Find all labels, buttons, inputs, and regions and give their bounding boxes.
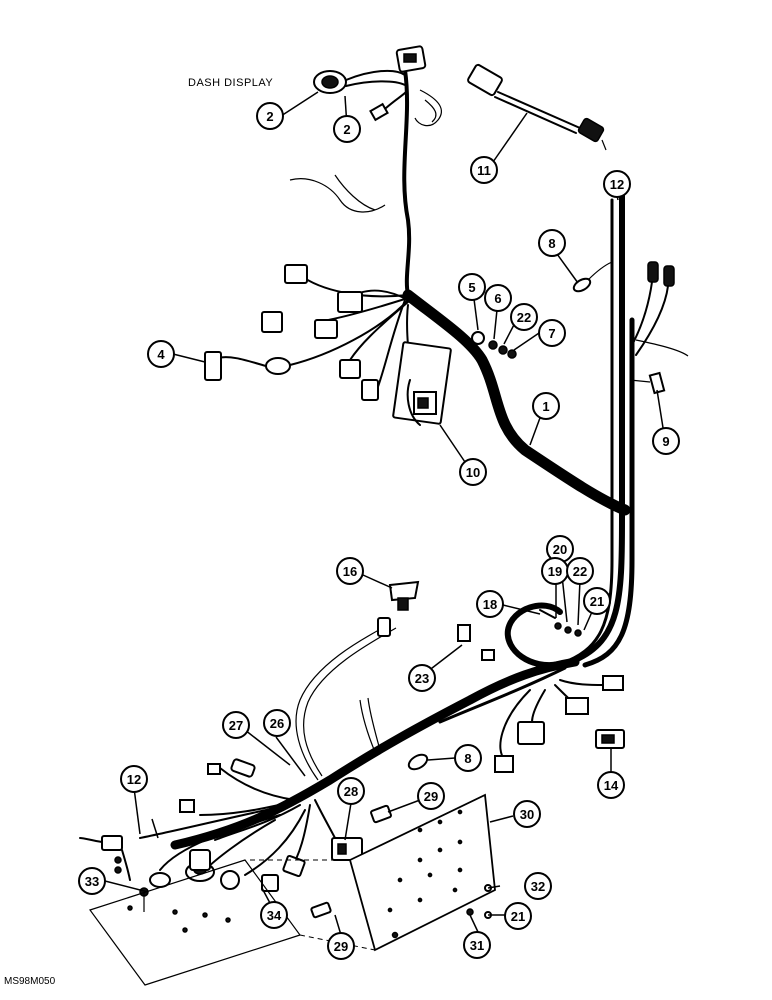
callout-16: 16	[336, 557, 364, 585]
svg-text:8: 8	[548, 236, 555, 251]
svg-text:4: 4	[157, 347, 165, 362]
svg-text:9: 9	[662, 434, 669, 449]
svg-text:20: 20	[553, 542, 567, 557]
svg-text:11: 11	[477, 163, 491, 178]
svg-text:34: 34	[267, 908, 282, 923]
figure-code: MS98M050	[4, 976, 56, 987]
svg-text:31: 31	[470, 938, 484, 953]
svg-text:29: 29	[334, 939, 348, 954]
svg-text:12: 12	[610, 177, 624, 192]
callout-10: 10	[459, 458, 487, 486]
callout-29b: 29	[327, 932, 355, 960]
callout-1: 1	[532, 392, 560, 420]
lower-right-connectors	[457, 609, 625, 773]
callout-22b: 22	[566, 557, 594, 585]
callout-18: 18	[476, 590, 504, 618]
svg-text:14: 14	[604, 778, 619, 793]
dash-display-label: DASH DISPLAY	[188, 77, 274, 89]
callout-21a: 21	[583, 587, 611, 615]
svg-text:6: 6	[494, 291, 501, 306]
callout-23: 23	[408, 664, 436, 692]
callout-11: 11	[470, 156, 498, 184]
svg-text:10: 10	[466, 465, 480, 480]
callout-19: 19	[541, 557, 569, 585]
callout-7: 7	[538, 319, 566, 347]
callout-2a: 2	[256, 102, 284, 130]
callout-32: 32	[524, 872, 552, 900]
main-harness-cable	[170, 68, 635, 850]
svg-text:19: 19	[548, 564, 562, 579]
callout-12b: 12	[120, 765, 148, 793]
callout-34: 34	[260, 901, 288, 929]
callout-2b: 2	[333, 115, 361, 143]
svg-text:30: 30	[520, 807, 534, 822]
svg-text:2: 2	[343, 122, 350, 137]
callout-21b: 21	[504, 902, 532, 930]
callout-28: 28	[337, 777, 365, 805]
svg-text:28: 28	[344, 784, 358, 799]
callout-27: 27	[222, 711, 250, 739]
callout-9: 9	[652, 427, 680, 455]
loose-wire-lead	[295, 617, 429, 781]
svg-text:26: 26	[270, 716, 284, 731]
grommet-washers	[471, 331, 517, 359]
svg-text:32: 32	[531, 879, 545, 894]
callout-6: 6	[484, 284, 512, 312]
svg-text:21: 21	[590, 594, 604, 609]
switch-16	[388, 580, 420, 611]
callout-14: 14	[597, 771, 625, 799]
relay-board-10	[392, 341, 452, 426]
callout-8a: 8	[538, 229, 566, 257]
svg-text:33: 33	[85, 874, 99, 889]
svg-text:1: 1	[542, 399, 549, 414]
svg-text:16: 16	[343, 564, 357, 579]
callout-12a: 12	[603, 170, 631, 198]
callout-31: 31	[463, 931, 491, 959]
callout-4: 4	[147, 340, 175, 368]
svg-text:23: 23	[415, 671, 429, 686]
callout-33: 33	[78, 867, 106, 895]
callout-30: 30	[513, 800, 541, 828]
svg-text:2: 2	[266, 109, 273, 124]
lower-left-components	[79, 758, 363, 986]
svg-text:18: 18	[483, 597, 497, 612]
svg-text:5: 5	[468, 280, 475, 295]
svg-text:12: 12	[127, 772, 141, 787]
right-upper-parts	[572, 261, 689, 395]
callout-8b: 8	[454, 744, 482, 772]
callout-22a: 22	[510, 303, 538, 331]
callout-29a: 29	[417, 782, 445, 810]
svg-text:8: 8	[464, 751, 471, 766]
svg-text:27: 27	[229, 718, 243, 733]
svg-text:29: 29	[424, 789, 438, 804]
cable-assembly-11	[467, 63, 607, 151]
callout-26: 26	[263, 709, 291, 737]
svg-text:22: 22	[573, 564, 587, 579]
dash-display-connectors	[313, 45, 442, 127]
mounting-panel-30	[250, 793, 496, 952]
svg-text:22: 22	[517, 310, 531, 325]
callout-5: 5	[458, 273, 486, 301]
svg-text:21: 21	[511, 909, 525, 924]
left-branch-connectors	[204, 174, 411, 401]
svg-text:7: 7	[548, 326, 555, 341]
